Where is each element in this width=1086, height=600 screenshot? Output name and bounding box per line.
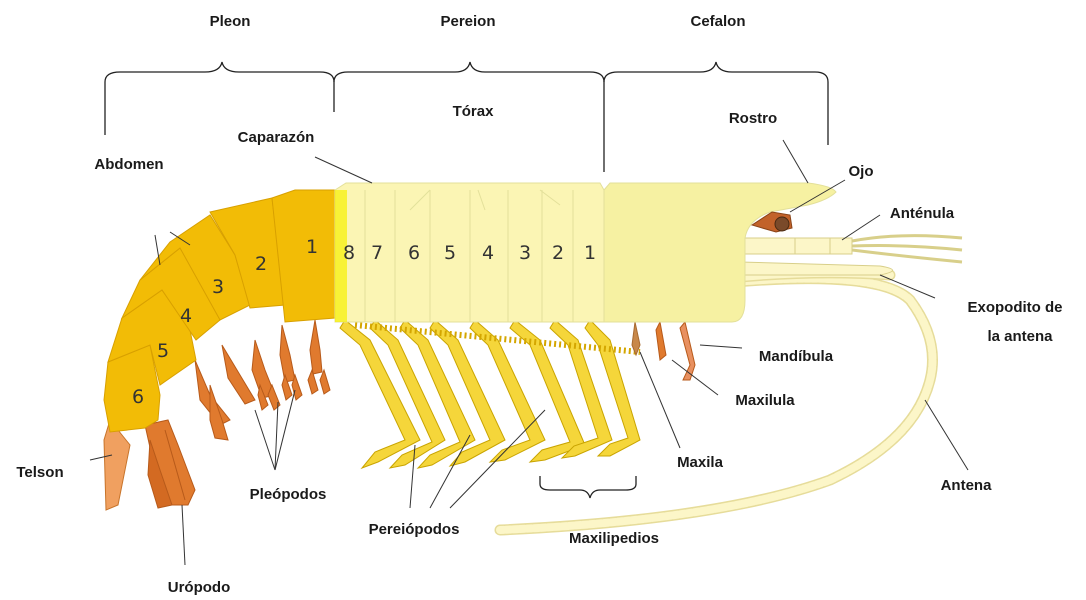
- abdomen-num-6: 6: [132, 386, 144, 408]
- uropods: [145, 420, 195, 508]
- label-pereion: Pereion: [440, 13, 495, 30]
- label-maxila: Maxila: [677, 454, 724, 471]
- label-telson: Telson: [16, 464, 63, 481]
- label-cefalon: Cefalon: [690, 13, 745, 30]
- telson: [104, 420, 130, 510]
- pereiopods: [340, 320, 640, 468]
- label-maxilipedios: Maxilipedios: [569, 530, 659, 547]
- label-antena: Antena: [941, 477, 992, 494]
- thorax-num-8: 8: [343, 242, 355, 264]
- mouthparts: [632, 322, 695, 380]
- abdomen-num-4: 4: [180, 305, 192, 327]
- label-pleon: Pleon: [210, 13, 251, 30]
- label-ojo: Ojo: [849, 163, 874, 180]
- label-antenula: Anténula: [890, 205, 955, 222]
- abdomen-num-5: 5: [157, 340, 169, 362]
- brace-maxilipedios: [540, 476, 636, 498]
- thorax-num-7: 7: [371, 242, 383, 264]
- abdomen-num-3: 3: [212, 276, 224, 298]
- brace-cefalon: [604, 62, 828, 145]
- thorax-num-4: 4: [482, 242, 494, 264]
- label-exopodito-2: la antena: [987, 328, 1053, 345]
- label-abdomen: Abdomen: [94, 156, 163, 173]
- pleopods: [195, 320, 330, 440]
- label-maxilula: Maxilula: [735, 392, 795, 409]
- thorax-num-1: 1: [584, 242, 596, 264]
- label-uropodo: Urópodo: [168, 579, 230, 596]
- label-pleopodos: Pleópodos: [250, 486, 327, 503]
- label-rostro: Rostro: [729, 110, 777, 127]
- antennal-scale: [740, 262, 893, 275]
- label-caparazon: Caparazón: [238, 129, 315, 146]
- abdomen-num-2: 2: [255, 253, 267, 275]
- label-pereiopodos: Pereiópodos: [369, 521, 460, 538]
- antennule: [742, 236, 962, 262]
- thorax-num-6: 6: [408, 242, 420, 264]
- label-mandibula: Mandíbula: [759, 348, 834, 365]
- label-exopodito-1: Exopodito de: [968, 299, 1063, 316]
- brace-pleon: [105, 62, 334, 135]
- label-torax: Tórax: [453, 103, 495, 120]
- abdomen-num-1: 1: [306, 236, 318, 258]
- thorax-num-2: 2: [552, 242, 564, 264]
- thorax-num-3: 3: [519, 242, 531, 264]
- thorax-num-5: 5: [444, 242, 456, 264]
